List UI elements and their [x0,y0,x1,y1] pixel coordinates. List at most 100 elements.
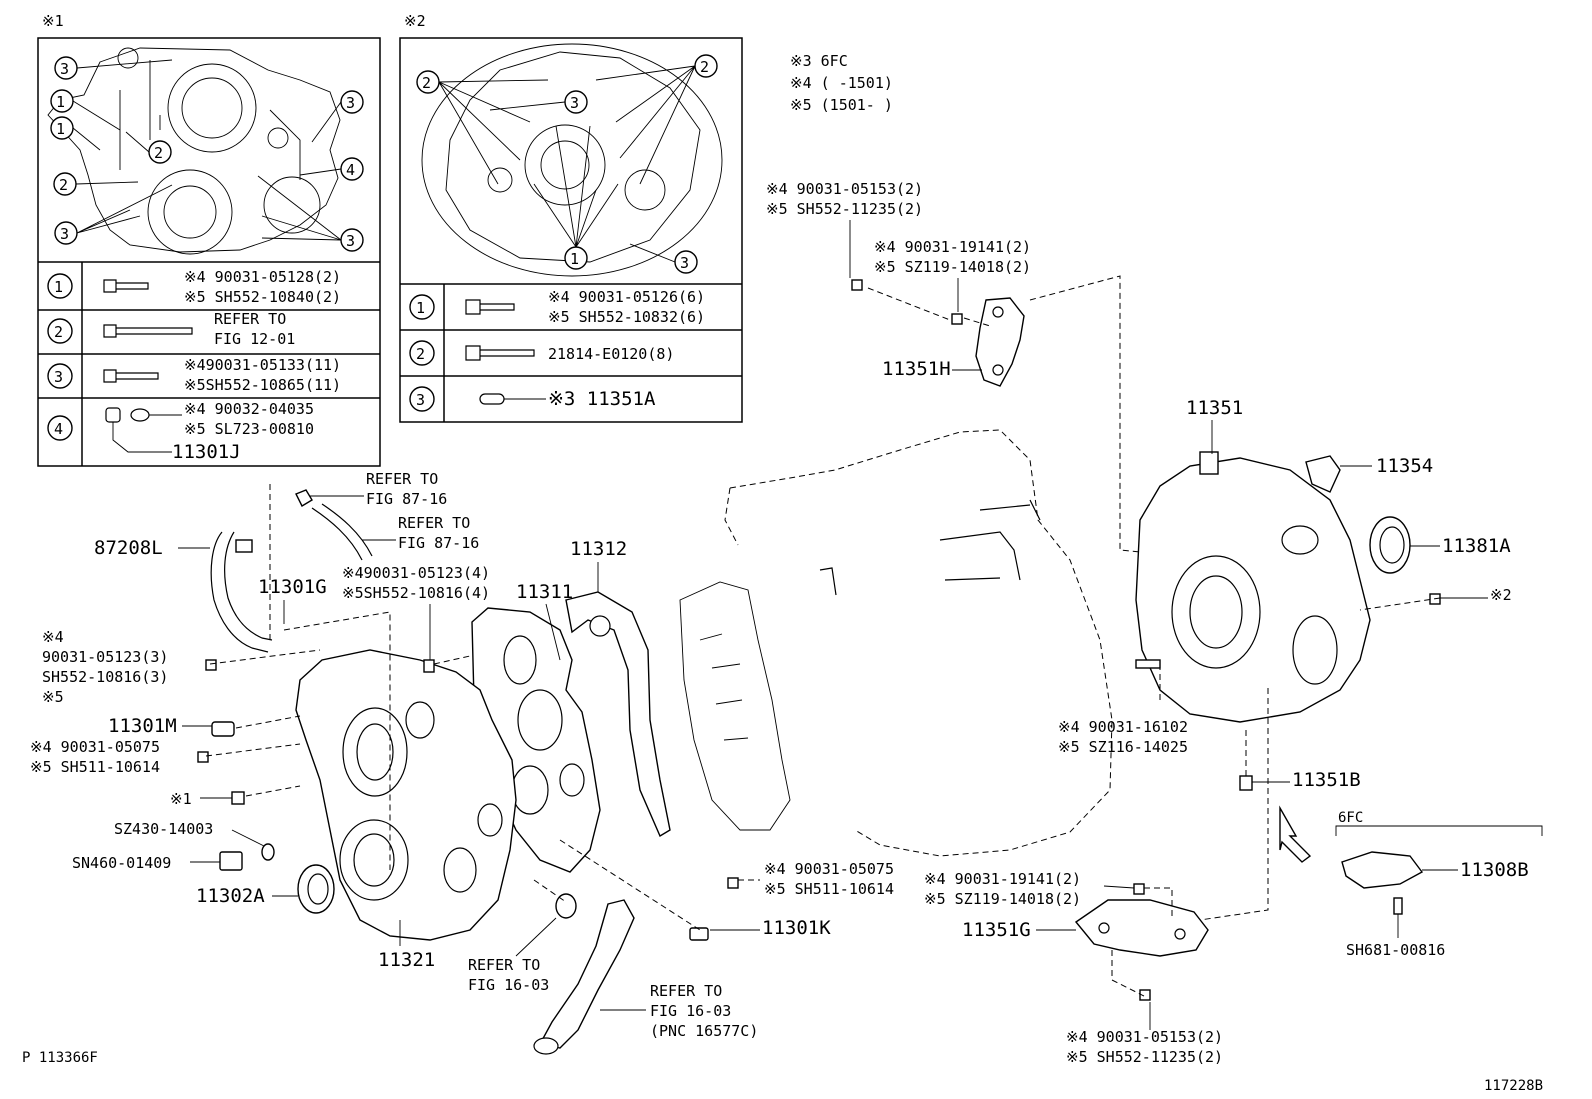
inset-1-row-3: 3 ※490031-05133(11) ※5SH552-10865(11) [47,356,341,394]
label-sh681: SH681-00816 [1346,941,1445,959]
rear-plate-outline [679,581,791,831]
label-k-bolt-a: ※4 90031-05075 [764,860,894,878]
assembly-dashed-lines [205,275,1441,997]
svg-text:3: 3 [680,254,689,272]
label-87208L: 87208L [94,537,163,559]
inset-1-row-1-line-1: ※4 90031-05128(2) [184,268,341,286]
inset-1-row-2-line-1: REFER TO [214,310,286,328]
oil-seal-11381A [1369,516,1411,574]
inset-1: ※1 3 1 1 2 2 3 3 4 3 [37,12,381,467]
hose-87208L [210,531,273,653]
label-ref-16-03-a-1: REFER TO [468,956,540,974]
timing-case-gasket [565,591,671,838]
label-ref-16-03-b-2: FIG 16-03 [650,1002,731,1020]
svg-text:4: 4 [54,420,63,438]
bracket-11351H [975,297,1025,387]
label-11301K: 11301K [762,917,831,939]
svg-text:2: 2 [59,176,68,194]
inset-1-row-2: 2 REFER TO FIG 12-01 [47,310,295,348]
label-11351H-bolt-c: ※4 90031-19141(2) [874,238,1031,256]
timing-cover-body [295,649,517,941]
svg-text:2: 2 [422,74,431,92]
inset-1-row-4-line-1: ※4 90032-04035 [184,400,314,418]
label-mid-bolt-a: ※490031-05123(4) [342,564,490,582]
inset-2-tag: ※2 [404,12,426,30]
cover-11308B [1341,851,1424,889]
label-11312: 11312 [570,538,627,560]
svg-text:2: 2 [416,345,425,363]
inset-1-timing-cover-drawing [47,47,341,255]
label-m-bolt-a: ※4 90031-05075 [30,738,160,756]
label-11351: 11351 [1186,397,1243,419]
label-k-bolt-b: ※5 SH511-10614 [764,880,894,898]
inset-1-row-3-line-2: ※5SH552-10865(11) [184,376,341,394]
label-11301M: 11301M [108,715,177,737]
svg-text:1: 1 [570,250,579,268]
inset-2-row-1-line-1: ※4 90031-05126(6) [548,288,705,306]
svg-text:3: 3 [570,94,579,112]
label-ref-87-16-a-1: REFER TO [366,470,438,488]
inset-2-row-2-line-1: 21814-E0120(8) [548,345,674,363]
label-g-bolt-b: ※5 SZ119-14018(2) [924,890,1081,908]
label-bolt4-b: 90031-05123(3) [42,648,168,666]
label-bolt4-c: SH552-10816(3) [42,668,168,686]
inset-2-row-2: 2 21814-E0120(8) [409,340,674,366]
svg-text:2: 2 [154,144,163,162]
svg-text:3: 3 [54,368,63,386]
label-11308B: 11308B [1460,859,1529,881]
inset-2-row-1-line-2: ※5 SH552-10832(6) [548,308,705,326]
inset-1-row-2-line-2: FIG 12-01 [214,330,295,348]
svg-text:3: 3 [60,60,69,78]
svg-text:3: 3 [60,225,69,243]
engine-block-outline [724,429,1113,857]
label-ref-2: ※2 [1490,586,1512,604]
label-g-bolt-c: ※4 90031-05153(2) [1066,1028,1223,1046]
svg-text:1: 1 [56,93,65,111]
inset-1-tag: ※1 [42,12,64,30]
svg-text:1: 1 [54,278,63,296]
svg-text:1: 1 [56,120,65,138]
part-labels: ※4 90031-05153(2) ※5 SH552-11235(2) ※4 9… [22,180,1543,1094]
label-g-bolt-a: ※4 90031-19141(2) [924,870,1081,888]
note-3: ※3 6FC [790,52,848,70]
label-6fc: 6FC [1338,810,1363,826]
inset-1-row-1: 1 ※4 90031-05128(2) ※5 SH552-10840(2) [47,268,341,306]
label-bolt4-a: ※4 [42,628,64,646]
label-ref-87-16-b-2: FIG 87-16 [398,534,479,552]
label-stud-b: ※5 SZ116-14025 [1058,738,1188,756]
svg-text:3: 3 [346,232,355,250]
label-11351H: 11351H [882,358,951,380]
inset-2-row-1: 1 ※4 90031-05126(6) ※5 SH552-10832(6) [409,288,705,326]
note-4: ※4 ( -1501) [790,74,893,92]
label-sz430: SZ430-14003 [114,820,213,838]
label-mid-bolt-b: ※5SH552-10816(4) [342,584,490,602]
label-g-bolt-d: ※5 SH552-11235(2) [1066,1048,1223,1066]
cap-11354 [1305,455,1341,493]
label-stud-a: ※4 90031-16102 [1058,718,1188,736]
label-ref-16-03-b-3: (PNC 16577C) [650,1022,758,1040]
label-11354: 11354 [1376,455,1433,477]
footer-right-code: 117228B [1484,1078,1543,1094]
label-ref-87-16-a-2: FIG 87-16 [366,490,447,508]
label-11351H-bolt-a: ※4 90031-05153(2) [766,180,923,198]
svg-text:3: 3 [416,391,425,409]
label-ref-16-03-b-1: REFER TO [650,982,722,1000]
view-arrow [1279,805,1312,863]
label-11351G: 11351G [962,919,1031,941]
label-11301G: 11301G [258,576,327,598]
footer-left-code: P 113366F [22,1050,98,1066]
label-11351H-bolt-b: ※5 SH552-11235(2) [766,200,923,218]
inset-2-callouts: 2 2 3 1 3 [416,54,718,274]
6fc-bracket [1335,825,1543,836]
inset-1-row-3-line-1: ※490031-05133(11) [184,356,341,374]
label-ref-1: ※1 [170,790,192,808]
label-11321: 11321 [378,949,435,971]
inset-2-flywheel-housing-drawing [421,43,723,277]
svg-text:4: 4 [346,161,355,179]
inset-1-callouts: 3 1 1 2 2 3 3 4 3 [50,56,364,252]
label-11351H-bolt-d: ※5 SZ119-14018(2) [874,258,1031,276]
flywheel-housing-body [1135,451,1371,723]
svg-text:1: 1 [416,299,425,317]
inset-1-row-4: 4 ※4 90032-04035 ※5 SL723-00810 11301J [47,400,314,463]
